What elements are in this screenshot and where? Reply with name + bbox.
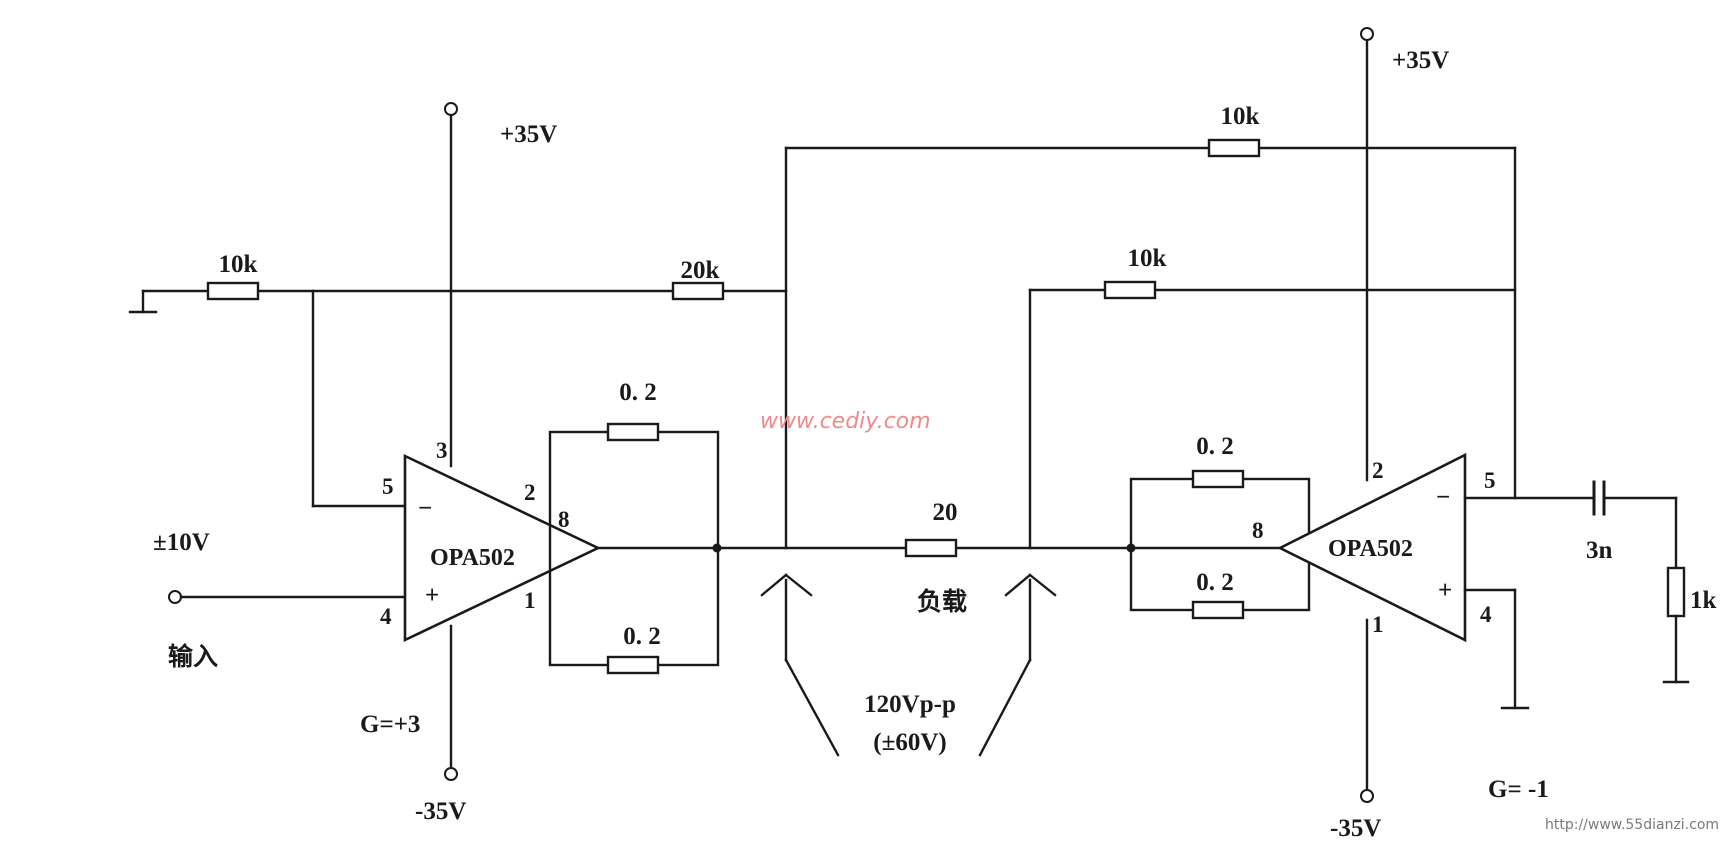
resistor-load-20	[904, 538, 958, 558]
resistor-sense-right-bottom	[1191, 600, 1245, 620]
resistor-1k	[1666, 566, 1686, 618]
resistor-10k-top	[1207, 138, 1261, 158]
resistor-10k-mid	[1103, 280, 1157, 300]
resistor-sense-left-bottom	[606, 655, 660, 675]
opamp-left-pin5: 5	[382, 474, 394, 499]
supply-terminal-left-top	[444, 102, 458, 116]
load-arrow-right	[978, 573, 1057, 757]
supply-terminal-right-bottom	[1360, 789, 1374, 803]
supply-right-pos-label: +35V	[1392, 47, 1449, 74]
resistor-10k-left-label: 10k	[219, 251, 258, 278]
supply-terminal-right-top	[1360, 27, 1374, 41]
load-resistor-label: 20	[933, 499, 958, 526]
resistor-sense-left-bottom-label: 0. 2	[623, 623, 661, 650]
opamp-right-pin8: 8	[1252, 518, 1264, 543]
resistor-20k	[671, 281, 725, 301]
input-range-label: ±10V	[153, 529, 210, 556]
supply-left-pos-label: +35V	[500, 121, 557, 148]
resistor-sense-left-top	[606, 422, 660, 442]
resistor-1k-label: 1k	[1690, 587, 1717, 614]
opamp-left-minus: −	[418, 495, 432, 522]
opamp-right	[1277, 452, 1467, 643]
supply-left-neg-label: -35V	[415, 798, 466, 825]
opamp-left-pin3: 3	[436, 438, 448, 463]
gain-right-label: G= -1	[1488, 776, 1549, 803]
opamp-left	[403, 453, 602, 643]
opamp-right-pin4: 4	[1480, 602, 1492, 627]
load-voltage-label: 120Vp-p	[864, 691, 956, 718]
resistor-sense-right-top	[1191, 469, 1245, 489]
resistor-sense-right-bottom-label: 0. 2	[1196, 569, 1234, 596]
opamp-left-pin1: 1	[524, 588, 536, 613]
opamp-right-pin2: 2	[1372, 458, 1384, 483]
resistor-10k-left	[206, 281, 260, 301]
ground-symbol-left	[128, 289, 158, 314]
load-label: 负载	[917, 587, 967, 616]
watermark-cediy: www.cediy.com	[760, 409, 931, 434]
capacitor-3n-label: 3n	[1586, 537, 1613, 564]
opamp-right-minus: −	[1436, 484, 1450, 511]
opamp-left-plus: +	[425, 582, 439, 609]
opamp-left-pin2: 2	[524, 480, 536, 505]
resistor-sense-left-top-label: 0. 2	[619, 379, 657, 406]
opamp-right-pin1: 1	[1372, 612, 1384, 637]
resistor-10k-top-label: 10k	[1221, 103, 1260, 130]
load-arrow-left	[760, 573, 840, 757]
supply-right-neg-label: -35V	[1330, 815, 1381, 841]
load-voltage-range-label: (±60V)	[873, 729, 946, 756]
opamp-right-name: OPA502	[1328, 536, 1413, 562]
resistor-sense-right-top-label: 0. 2	[1196, 433, 1234, 460]
opamp-left-pin8: 8	[558, 507, 570, 532]
supply-terminal-left-bottom	[444, 767, 458, 781]
resistor-20k-label: 20k	[681, 257, 720, 284]
opamp-left-name: OPA502	[430, 545, 515, 571]
opamp-right-plus: +	[1438, 577, 1452, 604]
capacitor-3n	[1592, 480, 1606, 516]
input-label: 输入	[168, 642, 218, 671]
gain-left-label: G=+3	[360, 711, 420, 738]
opamp-right-pin5: 5	[1484, 468, 1496, 493]
input-terminal	[168, 590, 182, 604]
opamp-left-pin4: 4	[380, 604, 392, 629]
resistor-10k-mid-label: 10k	[1128, 245, 1167, 272]
watermark-55dianzi: http://www.55dianzi.com	[1545, 817, 1719, 833]
